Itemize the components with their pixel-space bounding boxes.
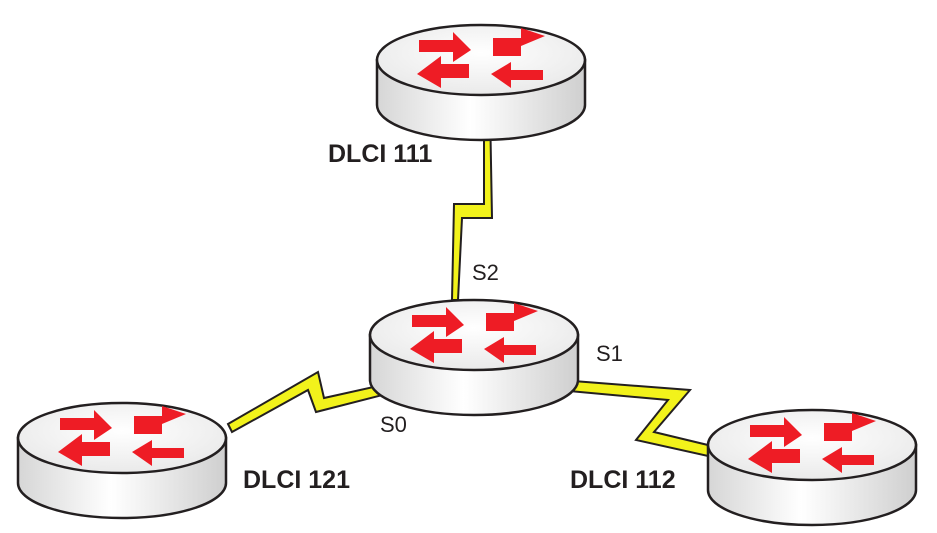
port-label-s2: S2: [472, 260, 499, 285]
serial-link-icon: [556, 378, 714, 458]
router-top: [375, 23, 587, 142]
dlci-label-left: DLCI 121: [243, 466, 350, 494]
serial-link-right: [556, 378, 714, 458]
router-left: [16, 401, 228, 520]
router-icon: [706, 408, 918, 527]
dlci-label-top: DLCI 111: [328, 140, 432, 168]
port-label-s1: S1: [596, 341, 623, 366]
router-icon: [368, 298, 580, 417]
dlci-label-right: DLCI 112: [570, 466, 676, 494]
router-icon: [16, 401, 228, 520]
router-icon: [375, 23, 587, 142]
router-right: [706, 408, 918, 527]
port-label-s0: S0: [380, 412, 407, 437]
router-center: [368, 298, 580, 417]
